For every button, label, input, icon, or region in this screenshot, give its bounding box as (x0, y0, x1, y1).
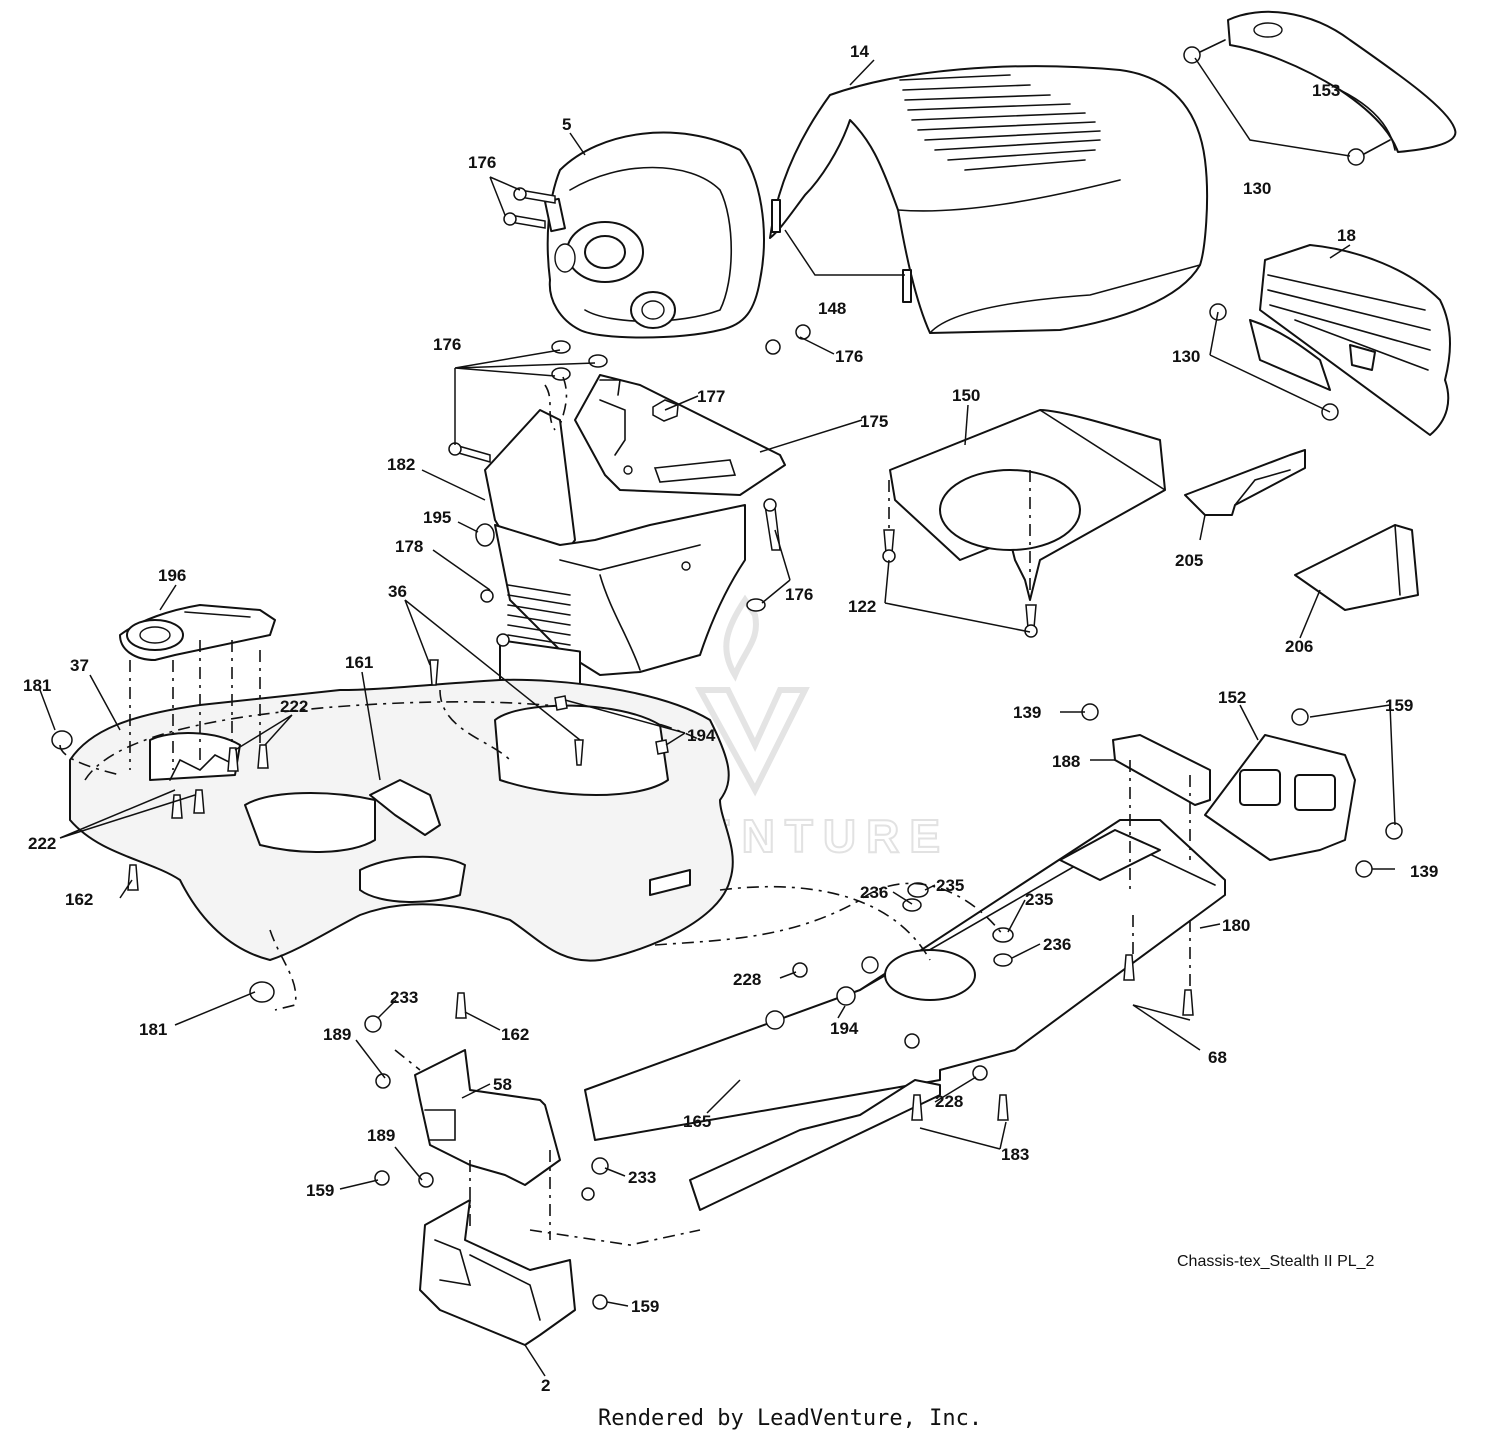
callout-labels: 14 5 176 153 130 18 148 176 176 177 175 … (23, 42, 1438, 1395)
plug-195 (475, 523, 495, 547)
callout-161: 161 (345, 653, 373, 672)
battery-tray (889, 409, 1166, 601)
callout-182: 182 (387, 455, 415, 474)
callout-152: 152 (1218, 688, 1246, 707)
cover-206 (1294, 524, 1419, 611)
callout-130: 130 (1172, 347, 1200, 366)
front-grille (1209, 244, 1451, 436)
pins-176-upper (503, 187, 556, 229)
callout-236: 236 (860, 883, 888, 902)
callout-181: 181 (139, 1020, 167, 1039)
callout-177: 177 (697, 387, 725, 406)
callout-196: 196 (158, 566, 186, 585)
callout-195: 195 (423, 508, 451, 527)
grommets-dash (551, 324, 811, 381)
front-bumper-upper (1183, 10, 1457, 166)
callout-68: 68 (1208, 1048, 1227, 1067)
callout-139: 139 (1410, 862, 1438, 881)
callout-181: 181 (23, 676, 51, 695)
callout-222: 222 (280, 697, 308, 716)
dash-panel (544, 131, 765, 339)
callout-36: 36 (388, 582, 407, 601)
leader-lines (39, 57, 1396, 1377)
callout-122: 122 (848, 597, 876, 616)
callout-206: 206 (1285, 637, 1313, 656)
figure-id: Chassis-tex_Stealth II PL_2 (1177, 1253, 1375, 1270)
callout-235: 235 (1025, 890, 1053, 909)
callout-189: 189 (367, 1126, 395, 1145)
footer-credit: Rendered by LeadVenture, Inc. (598, 1406, 982, 1431)
callout-176: 176 (433, 335, 461, 354)
bracket-58 (414, 1049, 561, 1186)
bracket-188 (1112, 734, 1211, 806)
callout-150: 150 (952, 386, 980, 405)
callout-148: 148 (818, 299, 846, 318)
callout-222: 222 (28, 834, 56, 853)
callout-176: 176 (785, 585, 813, 604)
callout-189: 189 (323, 1025, 351, 1044)
hood-vent-slots (899, 74, 1101, 171)
dash-bracket (574, 374, 786, 496)
callout-178: 178 (395, 537, 423, 556)
callout-194: 194 (830, 1019, 859, 1038)
fasteners-lower (364, 1015, 609, 1310)
callout-175: 175 (860, 412, 888, 431)
callout-236: 236 (1043, 935, 1071, 954)
callout-165: 165 (683, 1112, 711, 1131)
hood (769, 65, 1209, 334)
callout-228: 228 (733, 970, 761, 989)
callout-14: 14 (850, 42, 869, 61)
callout-162: 162 (501, 1025, 529, 1044)
fasteners-frame (792, 703, 1403, 1121)
fasteners-deck (51, 659, 669, 1019)
callout-159: 159 (306, 1181, 334, 1200)
callout-139: 139 (1013, 703, 1041, 722)
callout-180: 180 (1222, 916, 1250, 935)
callout-159: 159 (631, 1297, 659, 1316)
hood-pad-upper (771, 199, 781, 233)
pins-176-lower (448, 442, 781, 612)
callout-18: 18 (1337, 226, 1356, 245)
bumper-bracket-152 (1204, 734, 1356, 861)
callout-188: 188 (1052, 752, 1080, 771)
callout-5: 5 (562, 115, 571, 134)
callout-205: 205 (1175, 551, 1203, 570)
main-frame (584, 819, 1226, 1211)
cover-161 (369, 779, 441, 836)
callout-235: 235 (936, 876, 964, 895)
callout-183: 183 (1001, 1145, 1029, 1164)
callout-37: 37 (70, 656, 89, 675)
screws-122 (882, 529, 1038, 638)
callout-159: 159 (1385, 696, 1413, 715)
pedestal-vent-slots (507, 584, 571, 646)
plugs-178 (480, 589, 510, 647)
callout-162: 162 (65, 890, 93, 909)
callout-58: 58 (493, 1075, 512, 1094)
callout-194: 194 (687, 726, 716, 745)
hood-pad-lower (902, 269, 912, 303)
callout-153: 153 (1312, 81, 1340, 100)
callout-130: 130 (1243, 179, 1271, 198)
seat-cover (119, 604, 276, 661)
callout-228: 228 (935, 1092, 963, 1111)
cover-205 (1184, 449, 1306, 516)
callout-233: 233 (390, 988, 418, 1007)
callout-176: 176 (468, 153, 496, 172)
callout-2: 2 (541, 1376, 550, 1395)
callout-176: 176 (835, 347, 863, 366)
relation-lines (59, 376, 1191, 1246)
bracket-2 (419, 1199, 576, 1346)
callout-233: 233 (628, 1168, 656, 1187)
